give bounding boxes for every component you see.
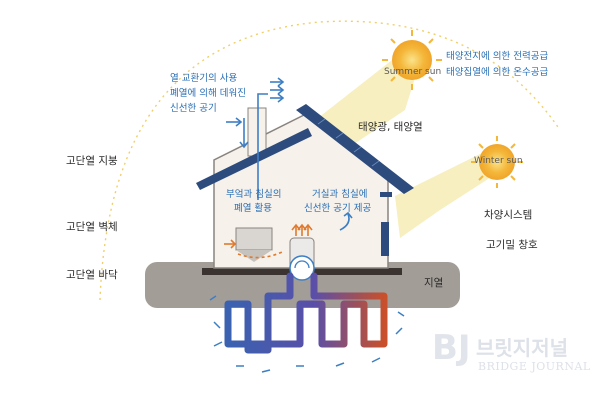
winter-sun-beam [395, 150, 502, 238]
sun-heat-label: 태양광, 태양열 [358, 121, 423, 133]
window-shade [380, 192, 392, 197]
fresh-air-note-line1: 거실과 침실에 [312, 189, 368, 200]
warm-air-arrows [224, 223, 313, 259]
winter-sun-label: Winter sun [474, 156, 523, 166]
window-right [381, 222, 389, 256]
solar-panel-grid [317, 118, 380, 167]
solar-hot-water-label: 태양집열에 의한 온수공급 [446, 67, 549, 78]
summer-sun-label: Summer sun [384, 67, 442, 77]
solar-power-label: 태양전지에 의한 전력공급 [446, 51, 549, 62]
geothermal-pipe [224, 272, 388, 354]
winter-sun-icon [471, 136, 523, 188]
logo-name: 브릿지저널 [476, 336, 568, 360]
fresh-air-arrows [226, 77, 353, 231]
roof-left [196, 128, 312, 190]
sun-path-arc [99, 20, 561, 301]
logo-mark: BJ [432, 328, 471, 368]
ventilation-duct [247, 107, 267, 157]
heat-exchanger-note-line3: 신선한 공기 [170, 103, 217, 114]
heat-exchanger-note-line1: 열 교환기의 사용 [170, 73, 238, 84]
insulated-floor-label: 고단열 바닥 [66, 269, 118, 281]
waste-heat-note-line2: 폐열 활용 [234, 203, 272, 214]
geothermal-label: 지열 [424, 277, 444, 289]
fan-icon [289, 255, 315, 281]
fresh-air-note-line2: 신선한 공기 제공 [304, 203, 372, 214]
insulated-wall-label: 고단열 벽체 [66, 221, 118, 233]
insulated-roof-label: 고단열 지붕 [66, 155, 118, 167]
summer-sun-icon [382, 30, 442, 90]
roof-right-solar-panel [296, 104, 414, 194]
waste-heat-note-line1: 부엌과 침실의 [226, 189, 282, 200]
shading-system-label: 차양시스템 [484, 209, 533, 221]
logo-subtitle: BRIDGE JOURNAL [478, 360, 591, 373]
summer-sun-beam [318, 60, 420, 150]
airtight-windows-label: 고기밀 창호 [486, 239, 538, 251]
ground-flow-arrows [209, 295, 405, 373]
heat-exchanger-unit [235, 227, 273, 262]
heat-exchanger-note-line2: 폐열에 의해 데워진 [170, 88, 246, 99]
